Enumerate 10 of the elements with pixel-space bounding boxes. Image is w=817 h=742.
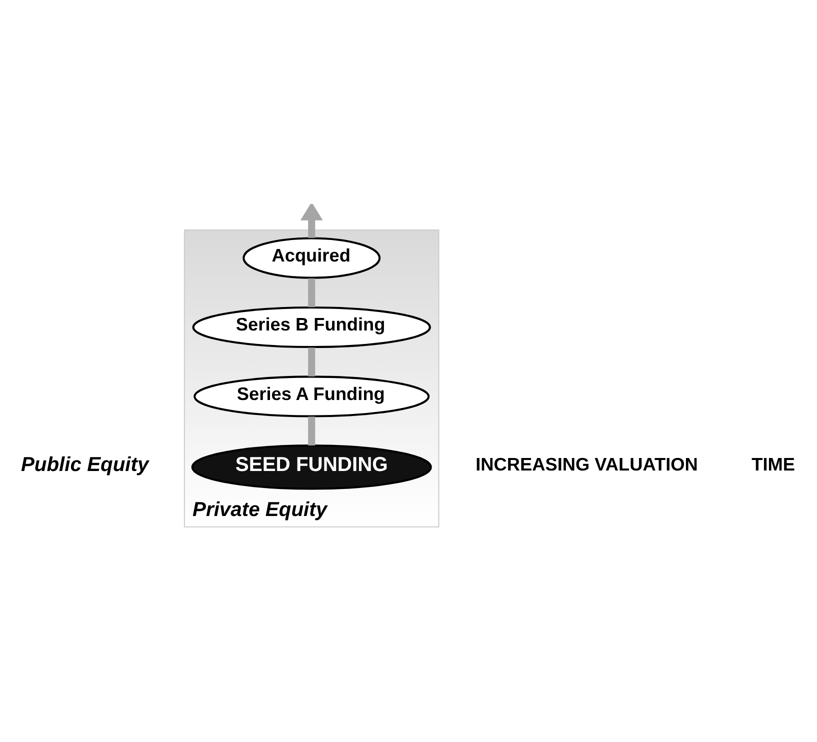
connector: [308, 416, 316, 446]
node-ellipse: SEED FUNDING: [191, 444, 432, 490]
node-ellipse: Series A Funding: [194, 375, 430, 417]
node-ellipse: Series B Funding: [192, 306, 431, 348]
label: TIME: [752, 454, 796, 474]
connector: [308, 347, 316, 376]
arrow: [300, 204, 323, 238]
label: INCREASING VALUATION: [476, 454, 698, 474]
node-ellipse: Acquired: [242, 236, 381, 278]
node-text: Public Equity: [20, 454, 149, 476]
